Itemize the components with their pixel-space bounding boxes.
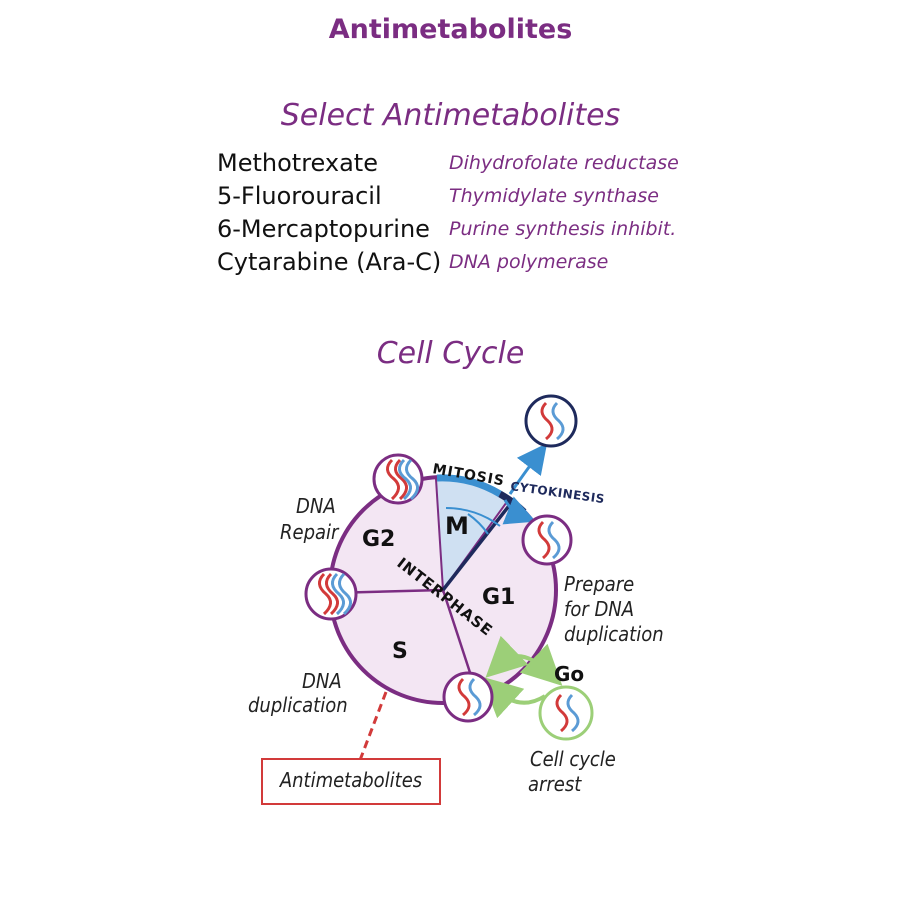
antimetabolites-callout-box [261,758,441,805]
arrest-line-1: Cell cycle [530,747,616,771]
cell-cycle-arrest-annotation: Cell cycle arrest [528,747,622,796]
dna-repair-annotation: DNA Repair [280,494,341,544]
drug-name: 6-Mercaptopurine [217,214,430,243]
page-title: Antimetabolites [328,14,573,45]
cytokinesis-label: Cytokinesis [510,479,606,506]
cell-icon-divided [524,394,578,448]
antimetabolites-callout-label: Antimetabolites [279,768,422,792]
drug-name: 5-Fluorouracil [217,181,382,210]
cell-icon-dna-repair [304,567,358,621]
callout-dashed-line [355,691,388,769]
cell-icon-g2 [372,453,424,505]
drug-target: Dihydrofolate reductase [449,151,679,174]
drug-row: 5-Fluorouracil Thymidylate synthase [217,179,679,212]
drug-name: Cytarabine (Ara-C) [217,247,442,276]
prepare-line-3: duplication [564,622,664,646]
cell-icon-g0 [538,685,594,741]
drug-target: Purine synthesis inhibit. [449,217,677,240]
mitosis-inner-arc [445,507,501,527]
drug-row: 6-Mercaptopurine Purine synthesis inhibi… [217,212,679,245]
phase-label-s: S [392,639,408,664]
cell-cycle-heading: Cell Cycle [376,336,525,371]
dna-repair-line-1: DNA [296,494,336,518]
mitosis-band [436,474,502,498]
phase-label-g2: G2 [362,527,395,552]
cell-icon-s-g1 [442,671,494,723]
phase-label-g0: Go [554,662,584,686]
phase-label-m: M [445,512,469,540]
mitosis-inner-arc [467,513,489,535]
drug-target: DNA polymerase [449,250,609,273]
drug-table: Methotrexate Dihydrofolate reductase 5-F… [217,146,679,278]
arrest-line-2: arrest [528,772,582,796]
g0-arrow [485,635,563,686]
g0-arrow-return [481,676,547,719]
prepare-line-1: Prepare [564,572,634,596]
prepare-line-2: for DNA [564,597,634,621]
prepare-annotation: Prepare for DNA duplication [564,572,664,646]
mitosis-return-arrow [502,496,536,525]
phase-label-g1: G1 [482,585,515,610]
dna-repair-line-2: Repair [280,520,340,544]
mitosis-exit-arrow [508,443,548,495]
drug-row: Methotrexate Dihydrofolate reductase [217,146,679,179]
dna-duplication-line-1: DNA [302,669,342,693]
select-antimetabolites-heading: Select Antimetabolites [280,98,621,133]
divider-m-g1 [441,500,514,592]
drug-target: Thymidylate synthase [449,184,659,207]
dna-duplication-line-2: duplication [248,693,348,717]
drug-name: Methotrexate [217,148,378,177]
cell-icon-g1 [521,514,573,566]
dna-duplication-annotation: DNA duplication [248,669,348,717]
drug-row: Cytarabine (Ara-C) DNA polymerase [217,245,679,278]
